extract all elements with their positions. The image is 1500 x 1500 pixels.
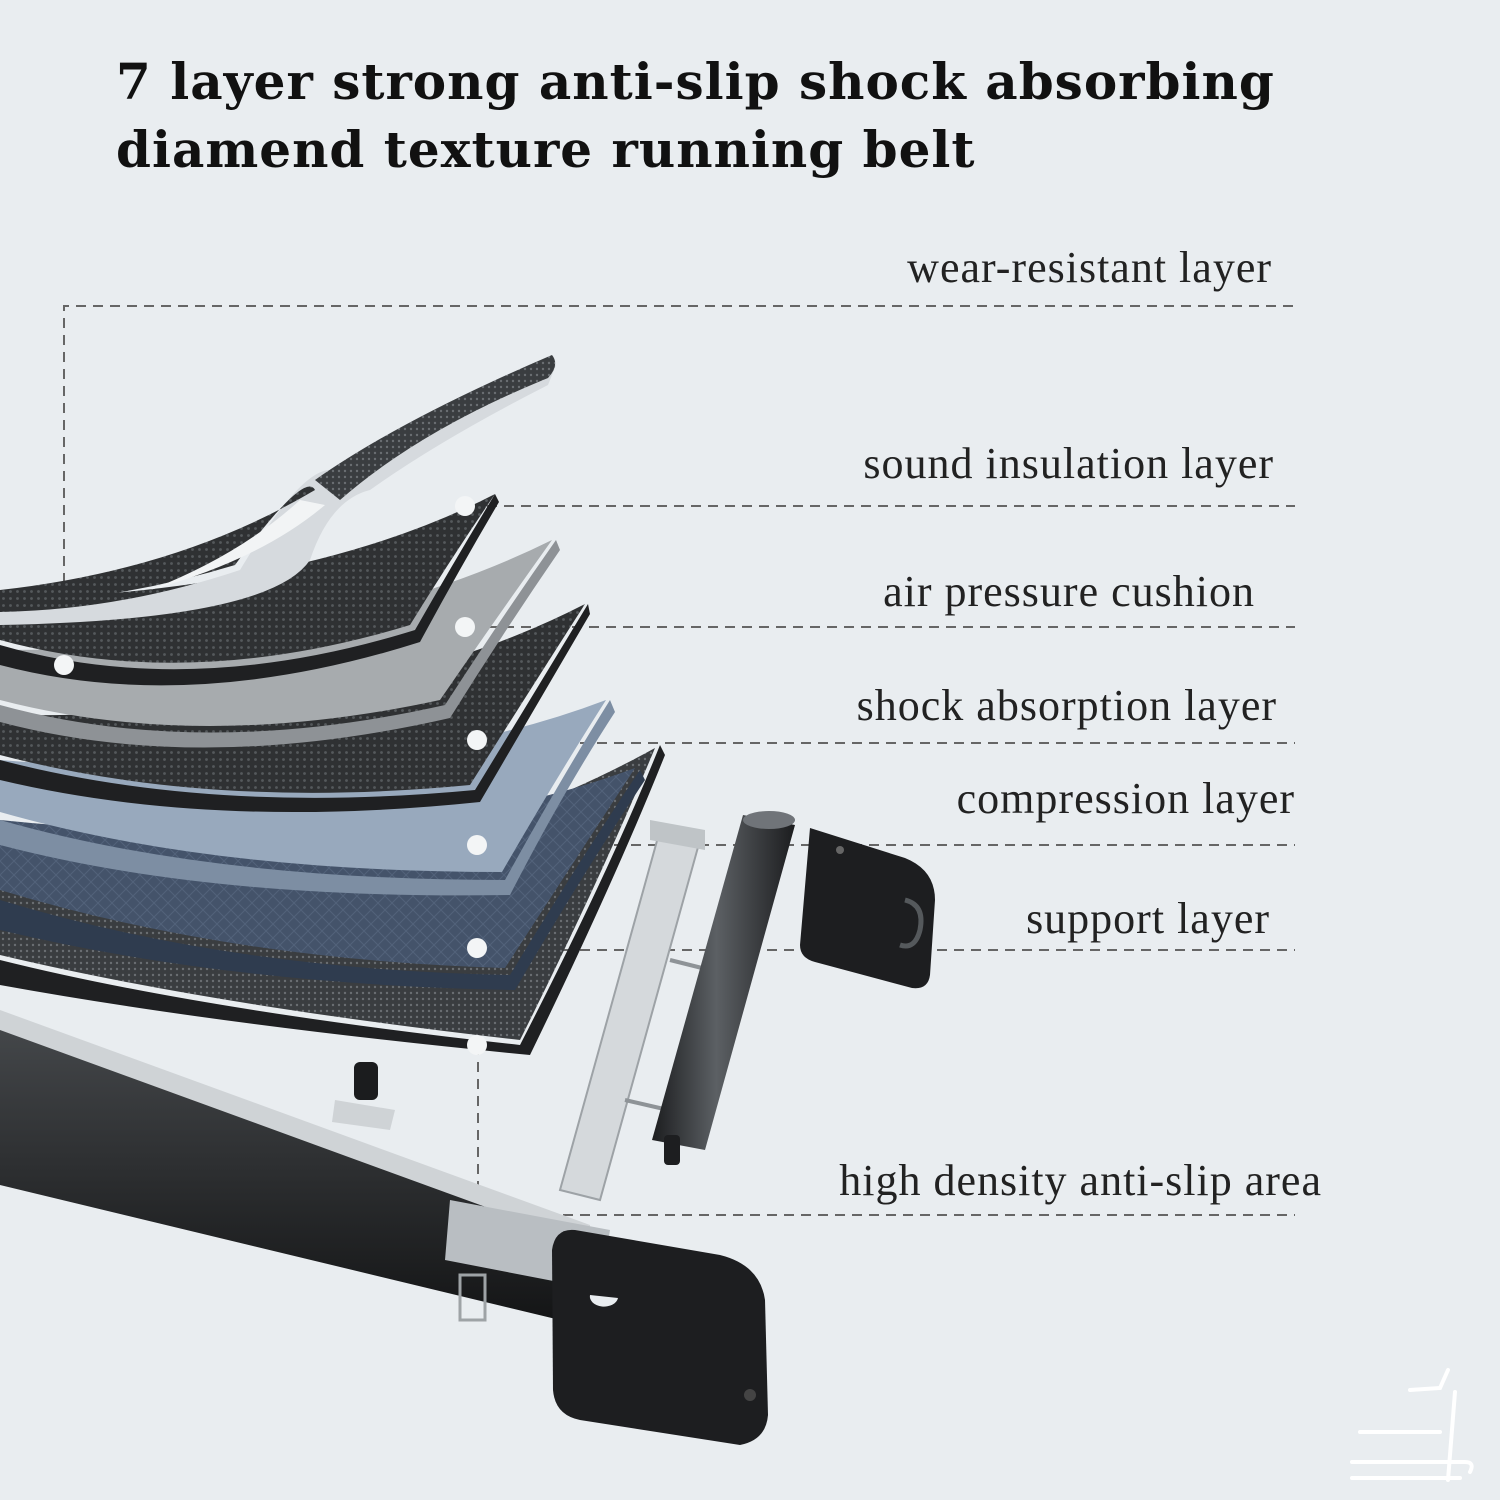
label-support-layer: support layer: [1026, 894, 1270, 943]
label-compression-layer: compression layer: [956, 774, 1295, 823]
roller: [652, 811, 795, 1165]
label-wear-resistant-layer: wear-resistant layer: [907, 243, 1272, 292]
label-air-pressure-cushion: air pressure cushion: [883, 567, 1255, 616]
belt-layers: [0, 355, 665, 1055]
side-rail: [0, 1010, 768, 1445]
end-cap: [800, 828, 935, 989]
label-sound-insulation-layer: sound insulation layer: [863, 439, 1274, 488]
headline: 7 layer strong anti-slip shock absorbing…: [116, 48, 1366, 184]
marker-dots: [54, 496, 487, 1055]
treadmill-logo-icon: [1350, 1368, 1474, 1482]
label-shock-absorption-layer: shock absorption layer: [856, 681, 1277, 730]
headline-line-1: 7 layer strong anti-slip shock absorbing: [116, 52, 1275, 111]
support-frame: [332, 820, 731, 1202]
label-high-density-anti-slip-area: high density anti-slip area: [839, 1156, 1322, 1205]
headline-line-2: diamend texture running belt: [116, 120, 976, 179]
